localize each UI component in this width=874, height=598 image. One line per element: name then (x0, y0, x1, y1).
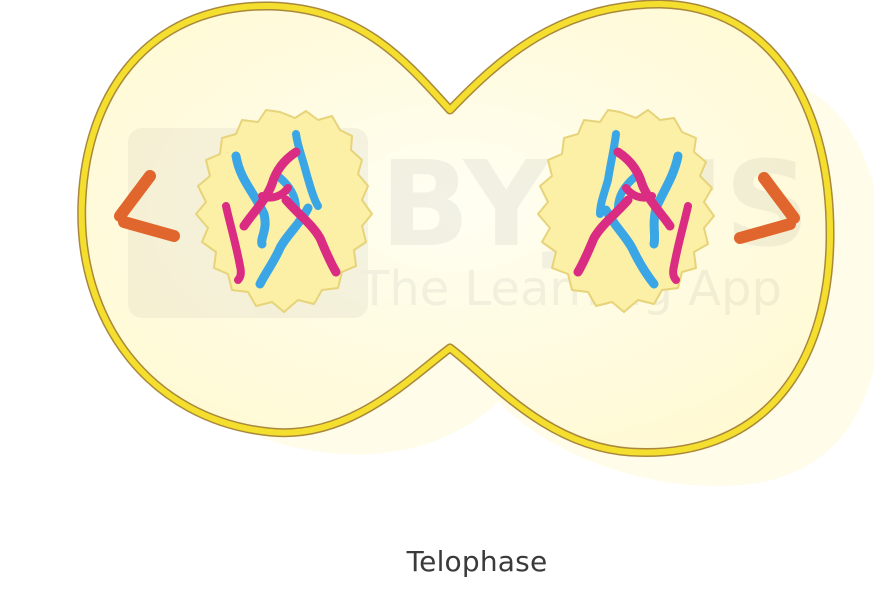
left-chromosome-blue (231, 151, 270, 249)
cell-membrane-inner (78, 1, 834, 456)
left-chromosome-blue (292, 130, 322, 210)
right-nucleus (537, 109, 715, 313)
right-centriole (734, 172, 800, 244)
left-chromosome-blue (255, 203, 313, 289)
left-centriole (114, 170, 180, 242)
left-nucleus (195, 109, 373, 313)
right-chromosome-pink (573, 195, 633, 277)
right-chromosome-blue (596, 130, 620, 218)
right-chromosome-blue (601, 205, 659, 289)
right-chromosome-pink (669, 202, 692, 284)
diagram-caption: Telophase (406, 545, 548, 578)
left-chromosome-pink (281, 195, 341, 277)
left-chromosome-pink (222, 202, 245, 284)
right-chromosome-pink (622, 184, 656, 202)
left-chromosome-pink (239, 147, 301, 231)
right-chromosome-pink (613, 147, 675, 231)
left-chromosome-pink (258, 184, 292, 202)
